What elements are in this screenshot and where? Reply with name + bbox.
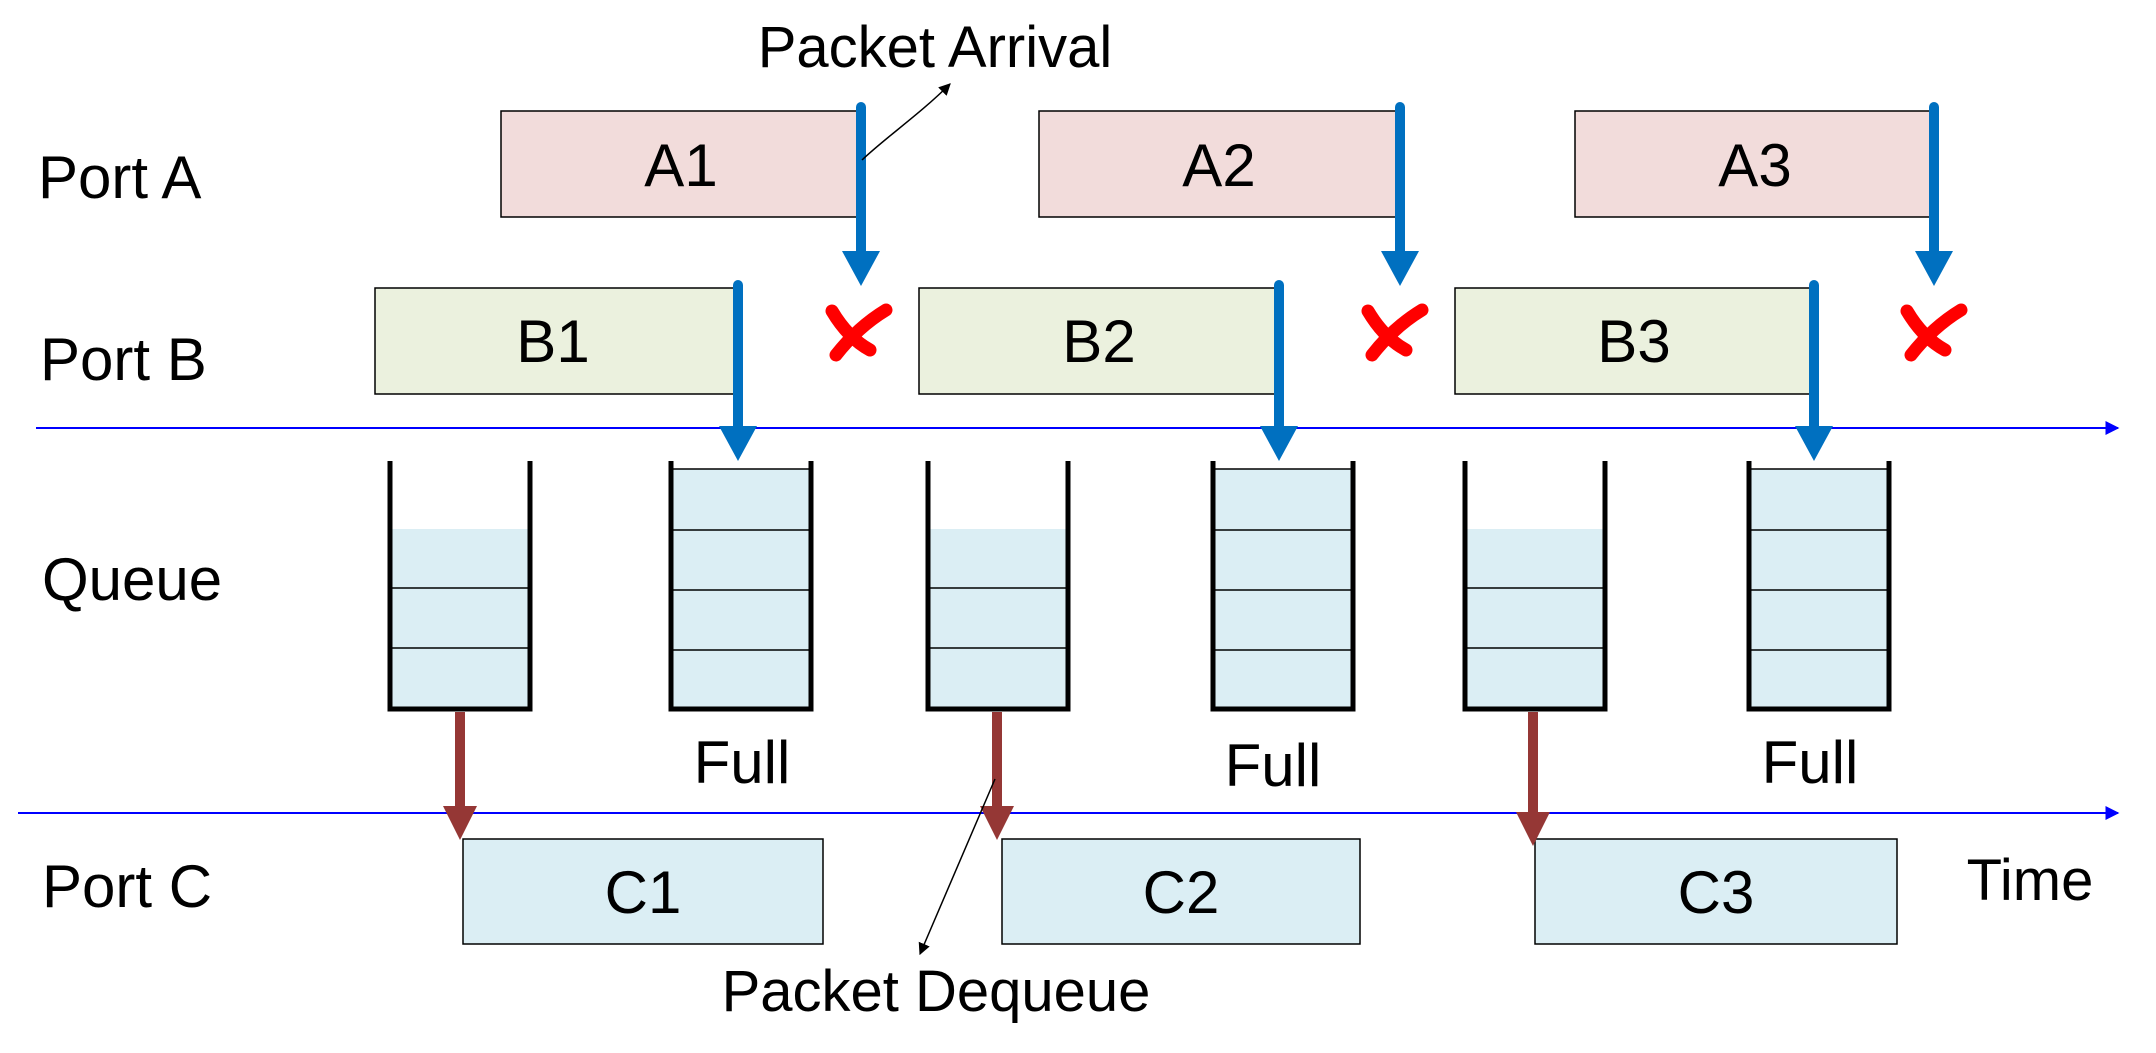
queue-full-label: Full xyxy=(1762,729,1859,796)
packet-arrival-leader xyxy=(861,83,951,161)
port-c-packets: C1 C2 C3 xyxy=(462,838,1898,945)
port-a-packet-box xyxy=(1038,110,1400,218)
queue-full-label: Full xyxy=(694,729,791,796)
arrival-arrow xyxy=(719,280,757,461)
arrival-arrow xyxy=(1260,280,1298,461)
port-b-packet-box xyxy=(1454,287,1818,395)
dequeue-arrow xyxy=(980,712,1014,840)
port-a-packet-box xyxy=(500,110,862,218)
port-b-packets: B1 B2 B3 xyxy=(374,287,1818,395)
queue-bucket xyxy=(925,461,1071,712)
port-b-packet-label: B3 xyxy=(1597,308,1670,375)
row-label-port-b: Port B xyxy=(40,326,207,393)
arrival-arrow xyxy=(1915,102,1953,286)
port-c-packet-label: C3 xyxy=(1678,859,1755,926)
queue-bucket-full xyxy=(1746,461,1892,712)
queue-bucket-full xyxy=(668,461,814,712)
arrival-arrow xyxy=(842,102,880,286)
row-label-port-a: Port A xyxy=(38,144,201,211)
port-a-packet-box xyxy=(1574,110,1936,218)
queue-bucket xyxy=(1462,461,1608,712)
dequeue-arrow xyxy=(443,712,477,840)
queue-bucket xyxy=(387,461,533,712)
port-a-packets: A1 A2 A3 xyxy=(500,110,1936,218)
dequeue-arrow xyxy=(1516,712,1550,846)
port-c-packet-box xyxy=(1001,838,1361,945)
port-b-packet-label: B1 xyxy=(516,308,589,375)
arrival-arrow xyxy=(1795,280,1833,461)
port-b-packet-label: B2 xyxy=(1062,308,1135,375)
drop-x-icon xyxy=(1900,303,1968,362)
port-a-packet-label: A3 xyxy=(1718,132,1791,199)
packet-dequeue-leader xyxy=(918,778,996,956)
port-b-packet-box xyxy=(374,287,738,395)
packet-dequeue-callout: Packet Dequeue xyxy=(722,959,1151,1024)
port-c-packet-label: C2 xyxy=(1143,859,1220,926)
port-a-packet-label: A1 xyxy=(644,132,717,199)
port-c-packet-label: C1 xyxy=(605,859,682,926)
row-label-port-c: Port C xyxy=(42,853,212,920)
port-c-packet-box xyxy=(1534,838,1898,945)
port-c-packet-box xyxy=(462,838,824,945)
drop-x-icon xyxy=(825,303,893,362)
arrival-arrow xyxy=(1381,102,1419,286)
queue-full-label: Full xyxy=(1225,732,1322,799)
time-axis-label: Time xyxy=(1967,848,2094,913)
port-b-packet-box xyxy=(918,287,1280,395)
packet-arrival-callout: Packet Arrival xyxy=(758,15,1113,80)
port-a-packet-label: A2 xyxy=(1182,132,1255,199)
queue-bucket-full xyxy=(1210,461,1356,712)
row-label-queue: Queue xyxy=(42,546,222,613)
drop-x-icon xyxy=(1361,303,1429,362)
